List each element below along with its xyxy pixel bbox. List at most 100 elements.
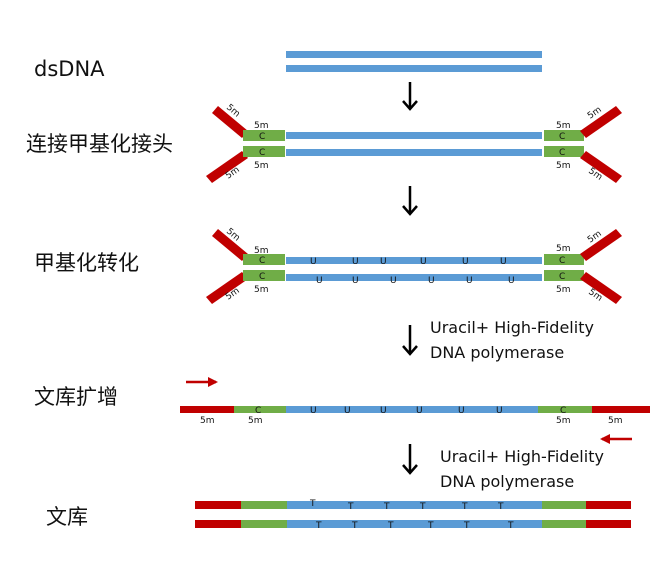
cytosine-mark: C bbox=[259, 256, 265, 266]
down-arrow-2 bbox=[402, 186, 418, 216]
uracil-mark: U bbox=[352, 276, 359, 286]
methyl-mark: 5m bbox=[254, 285, 269, 295]
library-top-insert bbox=[287, 501, 542, 509]
uracil-marks: U U U U U U bbox=[310, 406, 503, 416]
right-green-segment bbox=[538, 406, 592, 413]
methyl-mark: 5m bbox=[254, 246, 269, 256]
left-adapter-bottom-stem bbox=[243, 270, 285, 281]
uracil-mark: U bbox=[500, 257, 507, 267]
uracil-mark: U bbox=[390, 276, 397, 286]
methyl-mark: 5m bbox=[556, 244, 571, 254]
right-adapter-bottom-stem bbox=[544, 146, 584, 157]
enzyme-label-1-line1: Uracil+ High-Fidelity bbox=[430, 318, 594, 337]
methyl-mark: 5m bbox=[248, 416, 263, 426]
thymine-mark: T bbox=[497, 502, 504, 512]
right-red-segment bbox=[592, 406, 650, 413]
cytosine-mark: C bbox=[559, 132, 565, 142]
uracil-mark: U bbox=[420, 257, 427, 267]
insert-strand bbox=[286, 406, 538, 413]
uracil-marks-top: U U U U U U bbox=[310, 257, 507, 267]
cytosine-mark: C bbox=[560, 406, 566, 416]
cytosine-mark: C bbox=[255, 406, 261, 416]
right-adapter: 5m 5m 5m 5m C C bbox=[544, 105, 622, 183]
left-adapter-upper-arm bbox=[212, 229, 248, 261]
uracil-mark: U bbox=[380, 257, 387, 267]
library-top-green-left bbox=[241, 501, 287, 509]
uracil-marks-bottom: U U U U U U bbox=[316, 276, 515, 286]
uracil-mark: U bbox=[428, 276, 435, 286]
step-label-dsdna: dsDNA bbox=[34, 57, 105, 81]
converted-construct: 5m 5m 5m 5m C C U U U U U U U U U U U U bbox=[206, 227, 622, 304]
right-adapter-top-stem bbox=[544, 254, 584, 265]
ligated-construct: 5m 5m 5m 5m C C 5m 5m 5m 5m C C bbox=[206, 103, 622, 183]
thymine-mark: T bbox=[309, 499, 316, 509]
thymine-mark: T bbox=[427, 521, 434, 531]
left-adapter: 5m 5m 5m 5m C C bbox=[206, 103, 285, 183]
right-adapter-top-stem bbox=[544, 130, 584, 141]
uracil-mark: U bbox=[462, 257, 469, 267]
dsdna-bottom-strand bbox=[286, 65, 542, 72]
left-adapter-bottom-stem bbox=[243, 146, 285, 157]
cytosine-mark: C bbox=[259, 272, 265, 282]
left-adapter-lower-arm bbox=[206, 272, 248, 304]
uracil-mark: U bbox=[416, 406, 423, 416]
insert-top-strand bbox=[286, 257, 542, 264]
library-bottom-red-left bbox=[195, 520, 241, 528]
left-adapter: 5m 5m 5m 5m C C bbox=[206, 227, 285, 304]
cytosine-mark: C bbox=[559, 148, 565, 158]
uracil-mark: U bbox=[310, 257, 317, 267]
insert-bottom-strand bbox=[286, 149, 542, 156]
left-adapter-top-stem bbox=[243, 130, 285, 141]
step-label-library-amplification: 文库扩增 bbox=[34, 385, 118, 409]
thymine-mark: T bbox=[507, 521, 514, 531]
dsdna-top-strand bbox=[286, 51, 542, 58]
thymine-mark: T bbox=[419, 502, 426, 512]
right-adapter-bottom-stem bbox=[544, 270, 584, 281]
cytosine-mark: C bbox=[259, 132, 265, 142]
cytosine-mark: C bbox=[559, 272, 565, 282]
insert-top-strand bbox=[286, 132, 542, 139]
methyl-mark: 5m bbox=[556, 161, 571, 171]
step-label-library: 文库 bbox=[46, 505, 88, 529]
thymine-mark: T bbox=[315, 521, 322, 531]
amplification-construct: 5m 5m 5m 5m C C U U U U U U bbox=[180, 377, 650, 444]
left-adapter-top-stem bbox=[243, 254, 285, 265]
down-arrow-3 bbox=[402, 325, 418, 356]
uracil-mark: U bbox=[344, 406, 351, 416]
library-bottom-green-left bbox=[241, 520, 287, 528]
right-adapter-upper-arm bbox=[580, 106, 622, 138]
methyl-mark: 5m bbox=[200, 416, 215, 426]
thymine-marks-top: T T T T T T bbox=[309, 499, 504, 512]
uracil-mark: U bbox=[316, 276, 323, 286]
step-label-adapter-ligation: 连接甲基化接头 bbox=[26, 132, 173, 156]
thymine-mark: T bbox=[383, 502, 390, 512]
methyl-mark: 5m bbox=[254, 161, 269, 171]
left-green-segment bbox=[234, 406, 286, 413]
library-top-red-right bbox=[586, 501, 631, 509]
down-arrow-1 bbox=[402, 82, 418, 111]
thymine-marks-bottom: T T T T T T bbox=[315, 521, 514, 531]
thymine-mark: T bbox=[351, 521, 358, 531]
cytosine-mark: C bbox=[559, 256, 565, 266]
down-arrow-4 bbox=[402, 444, 418, 475]
uracil-mark: U bbox=[310, 406, 317, 416]
library-bottom-red-right bbox=[586, 520, 631, 528]
uracil-mark: U bbox=[352, 257, 359, 267]
uracil-mark: U bbox=[380, 406, 387, 416]
dsdna-strands bbox=[286, 51, 542, 72]
right-adapter-upper-arm bbox=[580, 229, 622, 261]
thymine-mark: T bbox=[347, 502, 354, 512]
library-bottom-green-right bbox=[542, 520, 586, 528]
enzyme-label-1-line2: DNA polymerase bbox=[430, 343, 564, 362]
library-top-red-left bbox=[195, 501, 241, 509]
right-adapter: 5m 5m 5m 5m C C bbox=[544, 229, 622, 304]
left-adapter-lower-arm bbox=[206, 151, 248, 183]
thymine-mark: T bbox=[461, 502, 468, 512]
right-adapter-lower-arm bbox=[580, 272, 622, 304]
enzyme-label-2-line1: Uracil+ High-Fidelity bbox=[440, 447, 604, 466]
left-red-segment bbox=[180, 406, 234, 413]
final-library: T T T T T T T T T T T T bbox=[195, 499, 631, 531]
methyl-mark: 5m bbox=[556, 121, 571, 131]
methyl-mark: 5m bbox=[556, 416, 571, 426]
